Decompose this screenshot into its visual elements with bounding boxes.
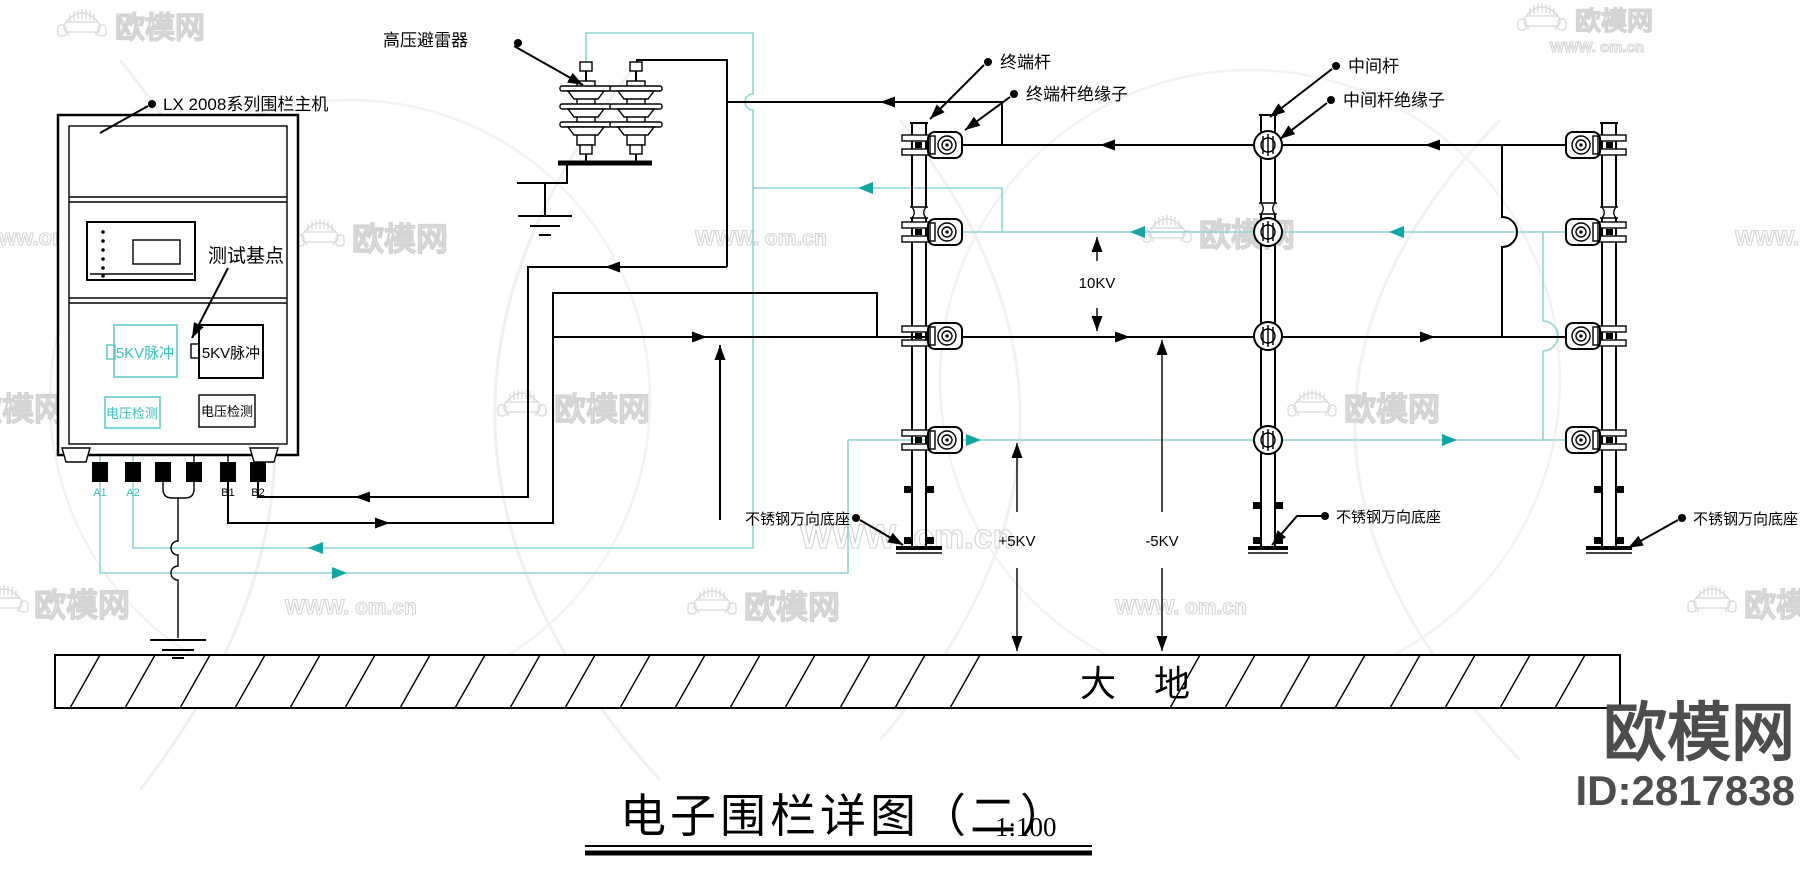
- terminal-pole-insulator-label: 终端杆绝缘子: [1026, 85, 1128, 104]
- middle-pole-label: 中间杆: [1348, 57, 1399, 76]
- earth-ground-band: 大 地: [54, 654, 1621, 709]
- host-label: LX 2008系列围栏主机: [163, 95, 328, 114]
- drawing-scale: 1:100: [995, 812, 1057, 842]
- voltage-module-left-box: [104, 396, 161, 429]
- site-logo-name: 欧模网: [1603, 697, 1795, 769]
- watermark-site-name: 欧模网: [554, 391, 650, 427]
- watermark-site-url: WWW. om.cn: [695, 227, 827, 250]
- watermark-site-url: WWW. om.cn: [1550, 39, 1644, 56]
- watermark-site-url: WWW. om.cn: [1115, 596, 1247, 619]
- voltage-module-left-label: 电压检测: [106, 406, 158, 421]
- watermark-site-url: WWW. om.cn: [285, 596, 417, 619]
- host-display-panel: [86, 221, 196, 281]
- voltage-module-right-label: 电压检测: [201, 404, 253, 419]
- middle-pole-insulator-label: 中间杆绝缘子: [1343, 91, 1445, 110]
- sofa-watermark-icon: [1287, 388, 1337, 417]
- voltage-module-right-box: [198, 394, 256, 428]
- sofa-watermark-icon: [0, 584, 29, 613]
- pulse-module-right-box: [198, 324, 264, 379]
- watermark-site-name: 欧模网: [352, 221, 448, 257]
- sofa-watermark-icon: [1517, 2, 1567, 31]
- black-wire-network: [150, 59, 1585, 659]
- fence-host-unit: 5KV脉冲 5KV脉冲 电压检测 电压检测 A1 A2 B1 B2: [56, 113, 300, 499]
- site-logo: 欧模网 ID:2817838: [1576, 697, 1796, 814]
- watermark-site-name: 欧模网: [744, 589, 840, 625]
- terminal-block: A1 A2 B1 B2: [92, 462, 266, 499]
- universal-base-label-left: 不锈钢万向底座: [745, 511, 850, 528]
- terminal-label-a2: A2: [126, 487, 139, 499]
- watermark-site-name: 欧模网: [34, 587, 130, 623]
- test-point-label: 测试基点: [208, 245, 284, 267]
- sofa-watermark-icon: [295, 218, 345, 247]
- watermark-site-name: 欧模网: [1344, 391, 1440, 427]
- terminal-pole-left: [896, 122, 963, 554]
- watermark-site-name: 欧模网: [0, 391, 66, 427]
- sofa-watermark-icon: [57, 8, 107, 37]
- arrester-label: 高压避雷器: [383, 31, 468, 50]
- drawing-title: 电子围栏详图（二）: [620, 791, 1070, 842]
- pulse-module-right-label: 5KV脉冲: [202, 345, 260, 362]
- dimension-10kv: 10KV: [1079, 275, 1116, 292]
- dimension-annotations: 10KV +5KV -5KV: [998, 237, 1179, 651]
- terminal-pole-right: [1565, 122, 1632, 554]
- watermark-site-name: 欧模网: [115, 12, 205, 45]
- middle-pole: [1248, 114, 1288, 554]
- terminal-label-b2: B2: [251, 487, 264, 499]
- watermark-site-name: 欧模网: [1744, 587, 1800, 623]
- lightning-arrester-assembly: [517, 61, 663, 236]
- sofa-watermark-icon: [1687, 584, 1737, 613]
- watermark-site-url: WWW. om.cn: [1735, 227, 1800, 250]
- terminal-label-b1: B1: [221, 487, 234, 499]
- universal-base-label-middle: 不锈钢万向底座: [1336, 509, 1441, 526]
- ground-label: 大 地: [1080, 663, 1204, 704]
- dimension-minus5kv: -5KV: [1145, 533, 1178, 550]
- title-block: 电子围栏详图（二） 1:100: [585, 791, 1092, 856]
- leader-labels: LX 2008系列围栏主机 测试基点 高压避雷器 终端杆 终端杆绝缘子 中间杆 …: [99, 31, 1798, 553]
- pulse-module-left-box: [113, 324, 178, 378]
- sofa-watermark-icon: [497, 388, 547, 417]
- terminal-pole-label: 终端杆: [1000, 53, 1051, 72]
- site-logo-id: ID:2817838: [1576, 767, 1796, 814]
- pulse-module-left-label: 5KV脉冲: [116, 345, 174, 362]
- sofa-watermark-icon: [687, 586, 737, 615]
- dimension-plus5kv: +5KV: [998, 533, 1035, 550]
- universal-base-label-right: 不锈钢万向底座: [1693, 511, 1798, 528]
- watermark-site-name: 欧模网: [1575, 6, 1653, 36]
- terminal-label-a1: A1: [93, 487, 106, 499]
- sofa-watermark-icon: [1142, 214, 1192, 243]
